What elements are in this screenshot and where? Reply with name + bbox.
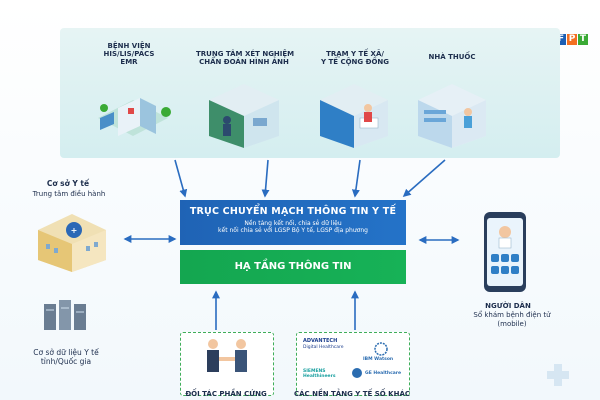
handshake-illustration [207, 339, 247, 372]
svg-text:+: + [71, 226, 78, 235]
health-database-label: Cơ sở dữ liệu Y tế tỉnh/Quốc gia [33, 348, 99, 366]
fpt-logo-letter-t: T [578, 34, 588, 45]
medical-cross-decoration-icon [547, 364, 569, 386]
mobile-phone-illustration [484, 212, 526, 292]
partner-digital-healthcare: Digital Healthcare [303, 345, 344, 350]
e-health-book-subtitle: Sổ khám bệnh điện tử (mobile) [473, 311, 551, 328]
pharmacy-label: NHÀ THUỐC [428, 53, 476, 61]
citizen-title: NGƯỜI DÂN [485, 302, 531, 310]
station-label: TRẠM Y TẾ XÃ/ Y TẾ CỘNG ĐỒNG [320, 50, 390, 66]
info-infrastructure: HẠ TẦNG THÔNG TIN [180, 250, 406, 284]
hardware-partner-label: ĐỐI TÁC PHẦN CỨNG [185, 390, 267, 398]
hospital-illustration [98, 98, 171, 136]
lab-label: TRUNG TÂM XÉT NGHIỆM CHẨN ĐOÁN HÌNH ẢNH [196, 50, 295, 66]
arrow-lab [261, 159, 270, 198]
fpt-logo-letter-p: P [567, 34, 577, 45]
hardware-partner-box [180, 332, 274, 396]
partner-ge-healthcare: GE Healthcare [365, 371, 402, 376]
partner-advantech: ADVANTECH [303, 338, 338, 344]
arrow-hospital [174, 159, 188, 198]
hospital-label: BỆNH VIỆN HIS/LIS/PACS EMR [103, 42, 155, 66]
digital-platforms-box: ADVANTECH Digital Healthcare IBM Watson … [296, 332, 410, 396]
watson-logo-icon [374, 342, 388, 356]
database-servers-illustration [44, 300, 86, 330]
health-facility-title: Cơ sở Y tế [46, 179, 90, 188]
digital-platforms-label: CÁC NỀN TẢNG Y TẾ SỐ KHÁC [293, 390, 411, 398]
ge-logo-icon [352, 368, 362, 378]
partner-ibm-watson: IBM Watson [363, 357, 394, 362]
partner-siemens-healthineers: SIEMENS Healthineers [303, 369, 336, 379]
arrow-station [351, 159, 361, 198]
lab-illustration [209, 84, 279, 148]
control-center-subtitle: Trung tâm điều hành [32, 190, 106, 198]
health-info-switching-axis: TRỤC CHUYỂN MẠCH THÔNG TIN Y TẾ Nền tảng… [180, 200, 406, 245]
switching-axis-title: TRỤC CHUYỂN MẠCH THÔNG TIN Y TẾ [189, 206, 397, 217]
fpt-logo-letter-f: F [556, 34, 566, 45]
switching-axis-line2: kết nối chia sẻ với LGSP Bộ Y tế, LGSP đ… [218, 227, 368, 234]
switching-axis-line1: Nền tảng kết nối, chia sẻ dữ liệu [244, 220, 342, 227]
control-center-building-illustration: + [38, 214, 106, 272]
pharmacy-illustration [418, 84, 486, 148]
arrow-pharmacy [402, 159, 446, 198]
station-illustration [320, 84, 388, 148]
